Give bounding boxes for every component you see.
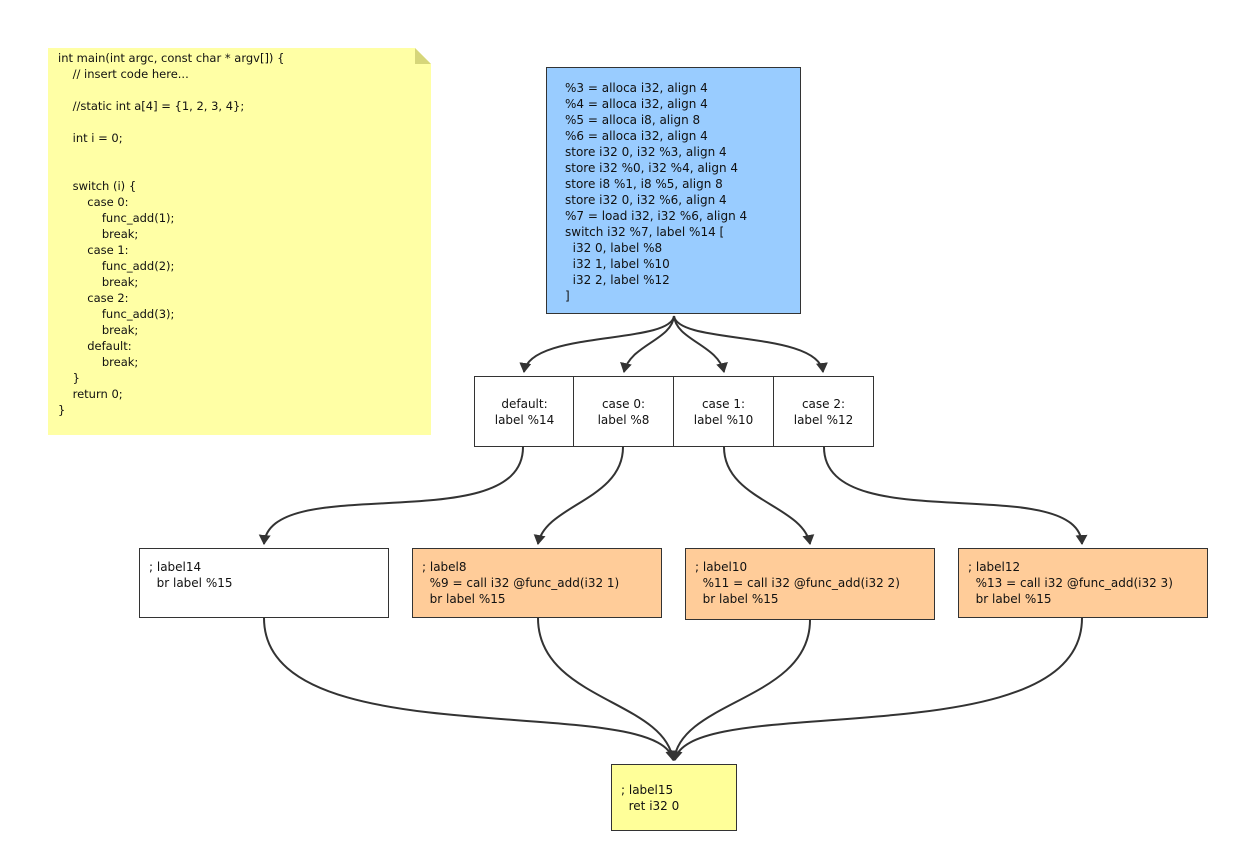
edge-case2-to-label12 [823, 446, 1088, 545]
block-label8: ; label8 %9 = call i32 @func_add(i32 1) … [412, 548, 662, 618]
switch-case-1: case 1: label %10 [673, 376, 774, 447]
edge-case0-to-label8 [533, 446, 624, 545]
switch-case-label: case 0: label %8 [597, 396, 650, 427]
switch-case-label: case 2: label %12 [793, 396, 854, 427]
switch-case-label: case 1: label %10 [693, 396, 754, 427]
edge-label10-to-label15 [669, 619, 811, 761]
block-code: ; label14 br label %15 [149, 560, 233, 590]
switch-case-default: default: label %14 [474, 376, 575, 447]
exit-block-code: ; label15 ret i32 0 [621, 783, 680, 813]
entry-block-code: %3 = alloca i32, align 4 %4 = alloca i32… [565, 81, 748, 303]
edge-entry-to-case2 [673, 315, 828, 373]
switch-case-0: case 0: label %8 [573, 376, 674, 447]
block-code: ; label12 %13 = call i32 @func_add(i32 3… [968, 560, 1173, 606]
edge-label14-to-label15 [263, 617, 678, 761]
edge-label12-to-label15 [670, 617, 1083, 761]
switch-case-label: default: label %14 [494, 396, 555, 427]
block-code: ; label8 %9 = call i32 @func_add(i32 1) … [422, 560, 620, 606]
edge-entry-to-case1 [673, 315, 728, 373]
entry-block: %3 = alloca i32, align 4 %4 = alloca i32… [546, 67, 801, 314]
block-code: ; label10 %11 = call i32 @func_add(i32 2… [695, 560, 900, 606]
switch-case-2: case 2: label %12 [773, 376, 874, 447]
source-code-note [48, 48, 431, 435]
edge-default-to-label14 [258, 446, 524, 545]
edge-case1-to-label10 [723, 446, 815, 545]
block-label12: ; label12 %13 = call i32 @func_add(i32 3… [958, 548, 1208, 618]
edge-entry-to-case0 [620, 315, 675, 373]
block-label10: ; label10 %11 = call i32 @func_add(i32 2… [685, 548, 935, 620]
block-label14: ; label14 br label %15 [139, 548, 389, 618]
source-code-text: int main(int argc, const char * argv[]) … [58, 51, 285, 417]
exit-block-label15: ; label15 ret i32 0 [611, 764, 737, 831]
edge-label8-to-label15 [537, 617, 678, 761]
edge-entry-to-default [519, 315, 675, 373]
